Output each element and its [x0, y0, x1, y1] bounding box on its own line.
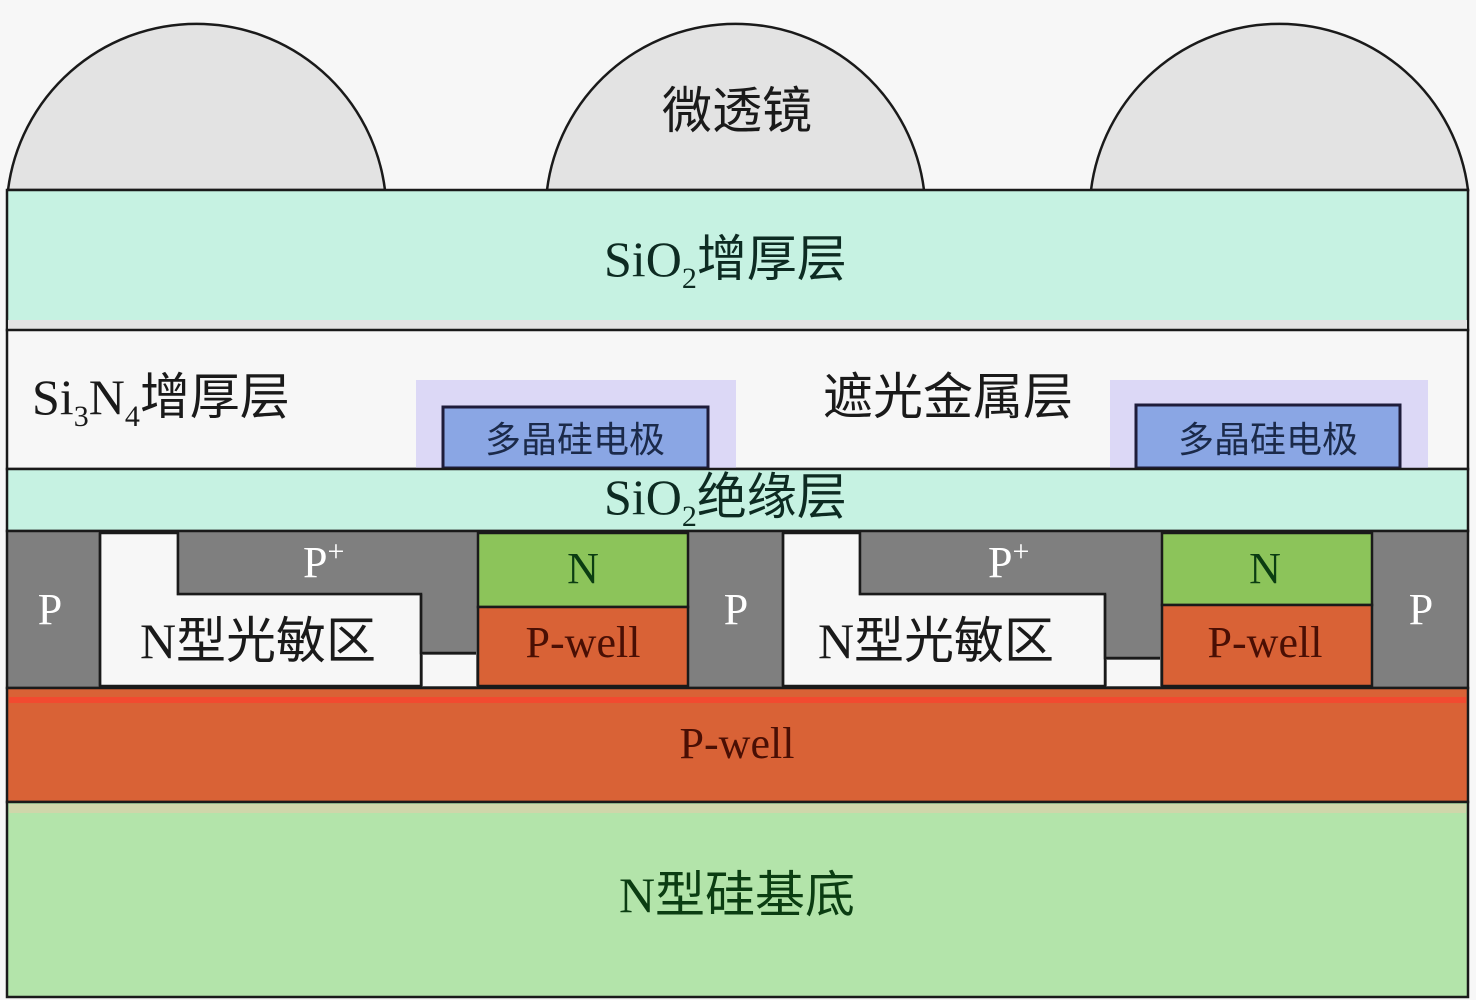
- si3n4-label-base2: N: [89, 369, 125, 425]
- p-right-label: P: [1409, 585, 1433, 634]
- n-photosensitive-right-label: N型光敏区: [818, 613, 1054, 669]
- sio2-insulation-label-base: SiO: [604, 469, 682, 525]
- n-substrate-label: N型硅基底: [619, 867, 855, 923]
- n-substrate-layer: [5, 800, 1470, 999]
- p-plus-region-left: [178, 533, 476, 594]
- sio2-thick-label-sub: 2: [682, 262, 697, 295]
- gap-region-left: [423, 655, 476, 686]
- si3n4-label-sub2: 4: [125, 400, 140, 433]
- n-contact-left: [476, 531, 690, 609]
- sio2-insulation-label: SiO2绝缘层: [604, 469, 847, 533]
- p-plus-left-base: P: [303, 538, 327, 587]
- p-plus-boundary-left: [176, 533, 476, 655]
- sio2-thick-label-base: SiO: [604, 231, 682, 287]
- pixel-left: [98, 531, 690, 688]
- si3n4-thick-label: Si3N4增厚层: [32, 369, 290, 433]
- microlens-left: [6, 22, 387, 192]
- p-middle-label: P: [724, 585, 748, 634]
- poly-electrode-right: [1134, 403, 1402, 470]
- si3n4-label-sub1: 3: [74, 400, 89, 433]
- p-plus-left-sup: +: [327, 535, 344, 568]
- microlens-array: [6, 22, 1470, 192]
- sio2-thick-label-rest: 增厚层: [697, 231, 847, 287]
- pwell-left-label: P-well: [526, 618, 641, 667]
- poly-electrode-left-label: 多晶硅电极: [485, 420, 665, 460]
- pwell-bottom-layer: [5, 686, 1470, 804]
- poly-electrode-right-label: 多晶硅电极: [1178, 420, 1358, 460]
- p-left-label: P: [38, 585, 62, 634]
- pixel-right: [781, 531, 1374, 688]
- pwell-bottom-label: P-well: [680, 719, 795, 768]
- sio2-thick-layer-edge: [8, 320, 1467, 329]
- gap-region-right: [1107, 660, 1160, 686]
- pwell-right-label: P-well: [1208, 618, 1323, 667]
- n-substrate-edge: [9, 804, 1466, 813]
- pwell-right: [1160, 603, 1374, 688]
- microlens-right: [1089, 22, 1470, 192]
- pwell-left: [476, 605, 690, 688]
- shading-metal-label: 遮光金属层: [823, 369, 1073, 425]
- pwell-bottom-highlight: [9, 697, 1466, 703]
- sio2-insulation-label-sub: 2: [682, 500, 697, 533]
- p-plus-region-right: [860, 533, 1160, 594]
- p-plus-boundary-right: [858, 533, 1160, 660]
- poly-electrode-left: [441, 405, 710, 470]
- sio2-insulation-layer: [5, 467, 1470, 533]
- sio2-thick-label: SiO2增厚层: [604, 231, 847, 295]
- microlens-center: [545, 22, 926, 192]
- n-contact-right-label: N: [1249, 544, 1281, 593]
- p-plus-right-base: P: [988, 538, 1012, 587]
- microlens-label: 微透镜: [662, 83, 812, 139]
- poly-electrode-right-group: [1110, 380, 1428, 470]
- p-plus-right-label: P+: [988, 535, 1029, 587]
- sio2-insulation-label-rest: 绝缘层: [697, 469, 847, 525]
- si3n4-label-base1: Si: [32, 369, 74, 425]
- p-plus-left-label: P+: [303, 535, 344, 587]
- n-contact-right: [1160, 531, 1374, 607]
- poly-electrode-left-group: [416, 380, 736, 470]
- sio2-thick-layer: [5, 188, 1470, 332]
- n-photosensitive-left-label: N型光敏区: [140, 613, 376, 669]
- p-plus-right-sup: +: [1012, 535, 1029, 568]
- si3n4-label-rest: 增厚层: [140, 369, 290, 425]
- n-contact-left-label: N: [567, 544, 599, 593]
